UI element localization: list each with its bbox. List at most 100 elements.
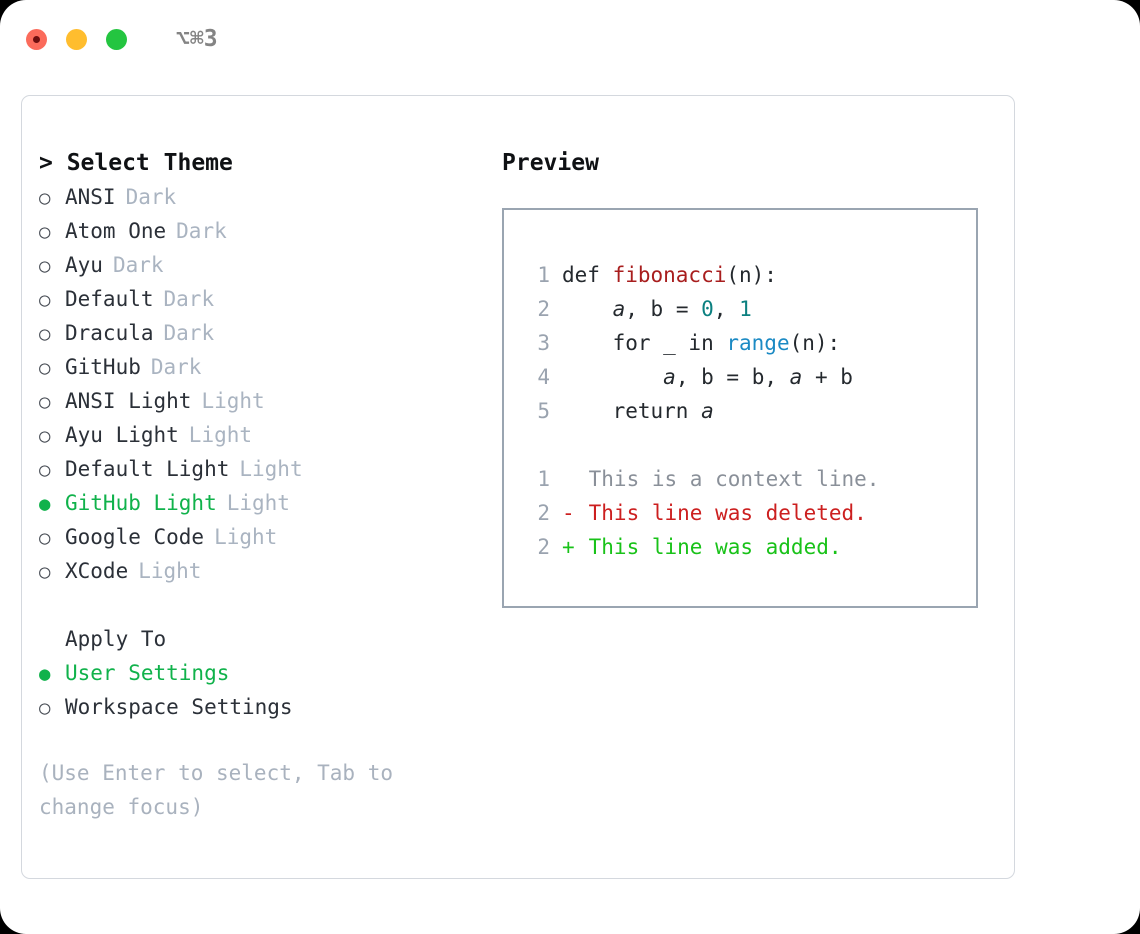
code-token: a — [789, 365, 803, 389]
theme-option-label: ANSI Light — [65, 389, 192, 413]
close-button[interactable] — [26, 28, 47, 50]
code-token: a — [612, 297, 626, 321]
code-diff-spacer — [524, 428, 976, 462]
theme-option-tag: Dark — [176, 219, 227, 243]
line-number: 2 — [537, 297, 550, 321]
theme-option-label: GitHub Light — [65, 491, 217, 515]
diff-line-content: - This line was deleted. — [562, 496, 867, 530]
code-line: 4 a, b = b, a + b — [524, 360, 976, 394]
radio-unselected-icon: ○ — [39, 289, 51, 311]
code-line: 1 def fibonacci(n): — [524, 258, 976, 292]
theme-option-tag: Dark — [112, 253, 164, 277]
code-token: , — [713, 297, 740, 321]
theme-option-tag: Light — [201, 389, 265, 413]
code-token: , — [764, 365, 790, 389]
radio-selected-icon: ● — [39, 493, 51, 515]
line-number: 2 — [537, 535, 550, 559]
code-line-content: for _ in range(n): — [562, 326, 841, 360]
code-token: 0 — [701, 297, 714, 321]
theme-option-label: Dracula — [65, 321, 154, 345]
preview-heading: Preview — [502, 150, 599, 176]
diff-line: 2 + This line was added. — [524, 530, 976, 564]
radio-unselected-icon: ○ — [39, 697, 51, 719]
apply-to-option[interactable]: ○ Workspace Settings — [39, 690, 502, 724]
code-token: range — [726, 331, 790, 355]
code-token: (n): — [789, 331, 841, 355]
radio-unselected-icon: ○ — [39, 255, 51, 277]
theme-option[interactable]: ○ ANSI Light Light — [39, 384, 502, 418]
minimize-button[interactable] — [66, 28, 87, 50]
radio-unselected-icon: ○ — [39, 561, 51, 583]
theme-option-label: Atom One — [65, 219, 167, 243]
theme-option-label: Default — [65, 287, 154, 311]
diff-text: This line was deleted. — [576, 501, 867, 525]
keyboard-shortcut-label: ⌥⌘3 — [176, 26, 218, 52]
radio-selected-icon: ● — [39, 663, 51, 685]
radio-unselected-icon: ○ — [39, 459, 51, 481]
theme-option-label: Ayu — [65, 253, 103, 277]
theme-option-label: XCode — [65, 559, 129, 583]
theme-option-label: GitHub — [65, 355, 141, 379]
code-token: fibonacci — [612, 263, 727, 287]
apply-to-option-list[interactable]: ● User Settings ○ Workspace Settings — [39, 656, 502, 724]
code-line: 5 return a — [524, 394, 976, 428]
code-line: 2 a, b = 0, 1 — [524, 292, 976, 326]
code-token: + — [802, 365, 841, 389]
code-token: (n): — [726, 263, 777, 287]
theme-option[interactable]: ○ ANSI Dark — [39, 180, 502, 214]
line-number: 4 — [537, 365, 550, 389]
diff-line: 1 This is a context line. — [524, 462, 976, 496]
keyboard-hint-text: (Use Enter to select, Tab to change focu… — [39, 761, 394, 819]
theme-option-tag: Light — [214, 525, 278, 549]
code-line-content: def fibonacci(n): — [562, 258, 777, 292]
section-spacer — [39, 588, 502, 622]
diff-sample: 1 This is a context line.2- This line wa… — [524, 462, 976, 564]
code-token: b — [751, 365, 765, 389]
theme-option-label: Google Code — [65, 525, 205, 549]
diff-text: This line was added. — [576, 535, 842, 559]
theme-option-label: ANSI — [65, 185, 116, 209]
diff-marker: - — [562, 501, 575, 525]
line-number: 5 — [537, 399, 550, 423]
apply-to-option-label: User Settings — [65, 661, 230, 685]
radio-unselected-icon: ○ — [39, 187, 51, 209]
line-number: 1 — [537, 263, 550, 287]
diff-text: This is a context line. — [576, 467, 880, 491]
code-line-content: a, b = b, a + b — [562, 360, 853, 394]
apply-to-option[interactable]: ● User Settings — [39, 656, 502, 690]
code-token: = — [663, 297, 702, 321]
radio-unselected-icon: ○ — [39, 425, 51, 447]
theme-option-tag: Light — [188, 423, 253, 447]
theme-option-tag: Dark — [125, 185, 177, 209]
diff-line: 2- This line was deleted. — [524, 496, 976, 530]
maximize-button[interactable] — [106, 28, 127, 50]
radio-unselected-icon: ○ — [39, 391, 51, 413]
diff-marker: + — [562, 535, 575, 559]
line-number: 1 — [537, 467, 550, 491]
code-token: return — [612, 399, 702, 423]
apply-to-option-label: Workspace Settings — [65, 695, 293, 719]
theme-option[interactable]: ○ Ayu Dark — [39, 248, 502, 282]
theme-option-label: Default Light — [65, 457, 230, 481]
title-bar: ⌥⌘3 — [0, 0, 1140, 78]
radio-unselected-icon: ○ — [39, 357, 51, 379]
code-token: = — [713, 365, 752, 389]
code-line-content: a, b = 0, 1 — [562, 292, 752, 326]
code-token: , — [675, 365, 702, 389]
code-token: for _ in — [612, 331, 727, 355]
